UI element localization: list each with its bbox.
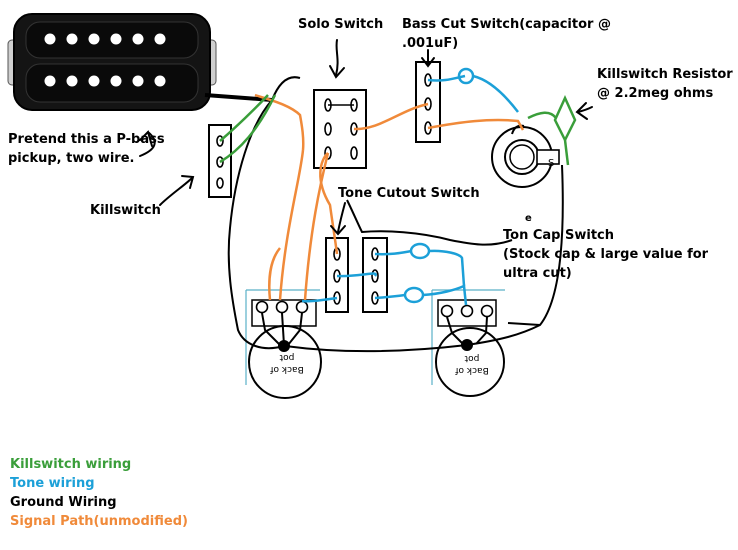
legend-killswitch-wiring: Killswitch wiring [10,457,132,472]
arrow-pickup [139,131,156,157]
pickup-label: Pretend this a P-bass pickup, two wire. [8,130,165,168]
volume-pot: Back of pot [245,289,322,399]
pickup-label-line2: pickup, two wire. [8,151,135,166]
tone-cap-line3: ultra cut) [503,266,572,281]
killswitch-resistor-label: Killswitch Resistor @ 2.2meg ohms [597,65,733,103]
arrow-tone-cutout [337,202,346,233]
killswitch-label: Killswitch [90,203,161,218]
tone-wiring [301,67,519,306]
legend-signal-path: Signal Path(unmodified) [10,514,188,529]
pot2-pot-label: pot [464,353,479,363]
bass-cut-label-line1: Bass Cut Switch(capacitor @ [402,17,611,32]
legend-tone-wiring: Tone wiring [10,476,95,491]
jack-sleeve-label: S [548,158,554,169]
tone-cap-line1: Ton Cap Switch [503,228,615,243]
legend: Killswitch wiring Tone wiring Ground Wir… [10,455,188,531]
arrow-killswitch [159,177,193,206]
ground-wiring [227,76,564,353]
tone-pot: Back of pot [431,289,505,397]
signal-path-wiring [254,93,525,301]
solo-switch-label: Solo Switch [298,17,384,32]
arrow-solo [335,39,339,76]
annotation-arrows [139,39,593,236]
pot2-back-label: Back of [454,365,488,375]
pickup [7,13,273,111]
output-jack [491,124,560,188]
arrow-resistor [577,106,593,113]
resistor-label-line1: Killswitch Resistor [597,67,733,82]
legend-ground-wiring: Ground Wiring [10,495,117,510]
resistor-label-line2: @ 2.2meg ohms [597,86,714,101]
tone-cutout-label: Tone Cutout Switch [338,186,480,201]
bass-cut-label-line2: .001uF) [402,36,459,51]
pot1-pot-label: pot [279,352,294,362]
pickup-label-line1: Pretend this a P-bass [8,132,165,147]
tone-cap-e-label: e [525,213,532,224]
bass-cut-label: Bass Cut Switch(capacitor @ .001uF) [402,15,611,53]
killswitch-wiring [219,94,577,166]
tone-cap-line2: (Stock cap & large value for [503,247,709,262]
pot1-back-label: Back of [269,364,303,374]
tone-cap-switch-label: Ton Cap Switch (Stock cap & large value … [503,226,708,283]
bass-cut-switch [415,61,441,143]
